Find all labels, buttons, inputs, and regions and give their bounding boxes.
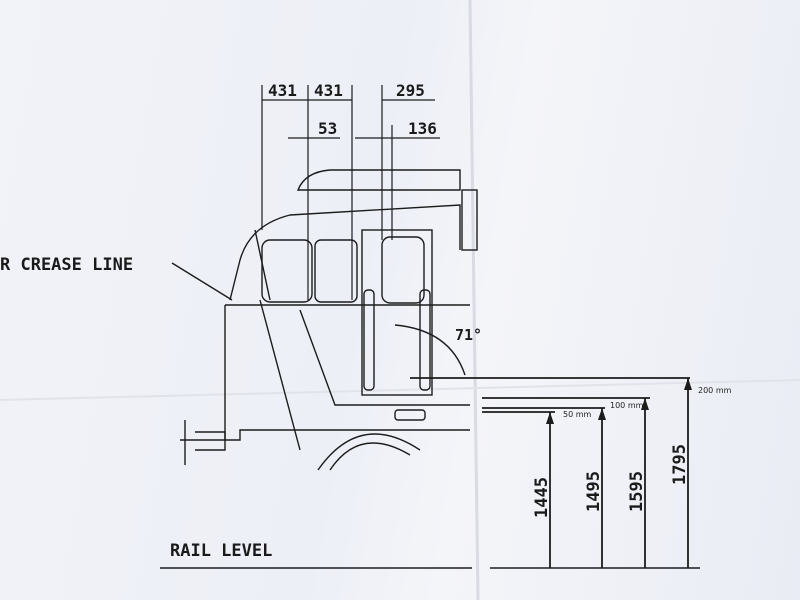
height-1795: 1795 — [670, 444, 690, 485]
crease-line-label: R CREASE LINE — [0, 255, 133, 275]
height-1595: 1595 — [627, 471, 647, 512]
offset-50mm: 50 mm — [563, 410, 592, 419]
offset-200mm: 200 mm — [698, 386, 732, 395]
height-reference-lines — [410, 377, 690, 568]
cab-outline — [180, 169, 478, 471]
offset-100mm: 100 mm — [610, 401, 644, 410]
height-1495: 1495 — [584, 471, 604, 512]
angle-label: 71° — [455, 326, 482, 344]
rail-level-label: RAIL LEVEL — [170, 541, 272, 561]
leader-line — [171, 262, 233, 301]
paper-fold-horizontal — [0, 379, 800, 401]
dim-431-b: 431 — [314, 81, 343, 100]
top-dimension-lines — [261, 85, 440, 300]
paper-fold — [468, 0, 480, 600]
dim-431-a: 431 — [268, 81, 297, 100]
dim-53: 53 — [318, 119, 337, 138]
dimension-arrowheads — [546, 378, 692, 424]
height-1445: 1445 — [532, 477, 552, 518]
dim-136: 136 — [408, 119, 437, 138]
dim-295: 295 — [396, 81, 425, 100]
